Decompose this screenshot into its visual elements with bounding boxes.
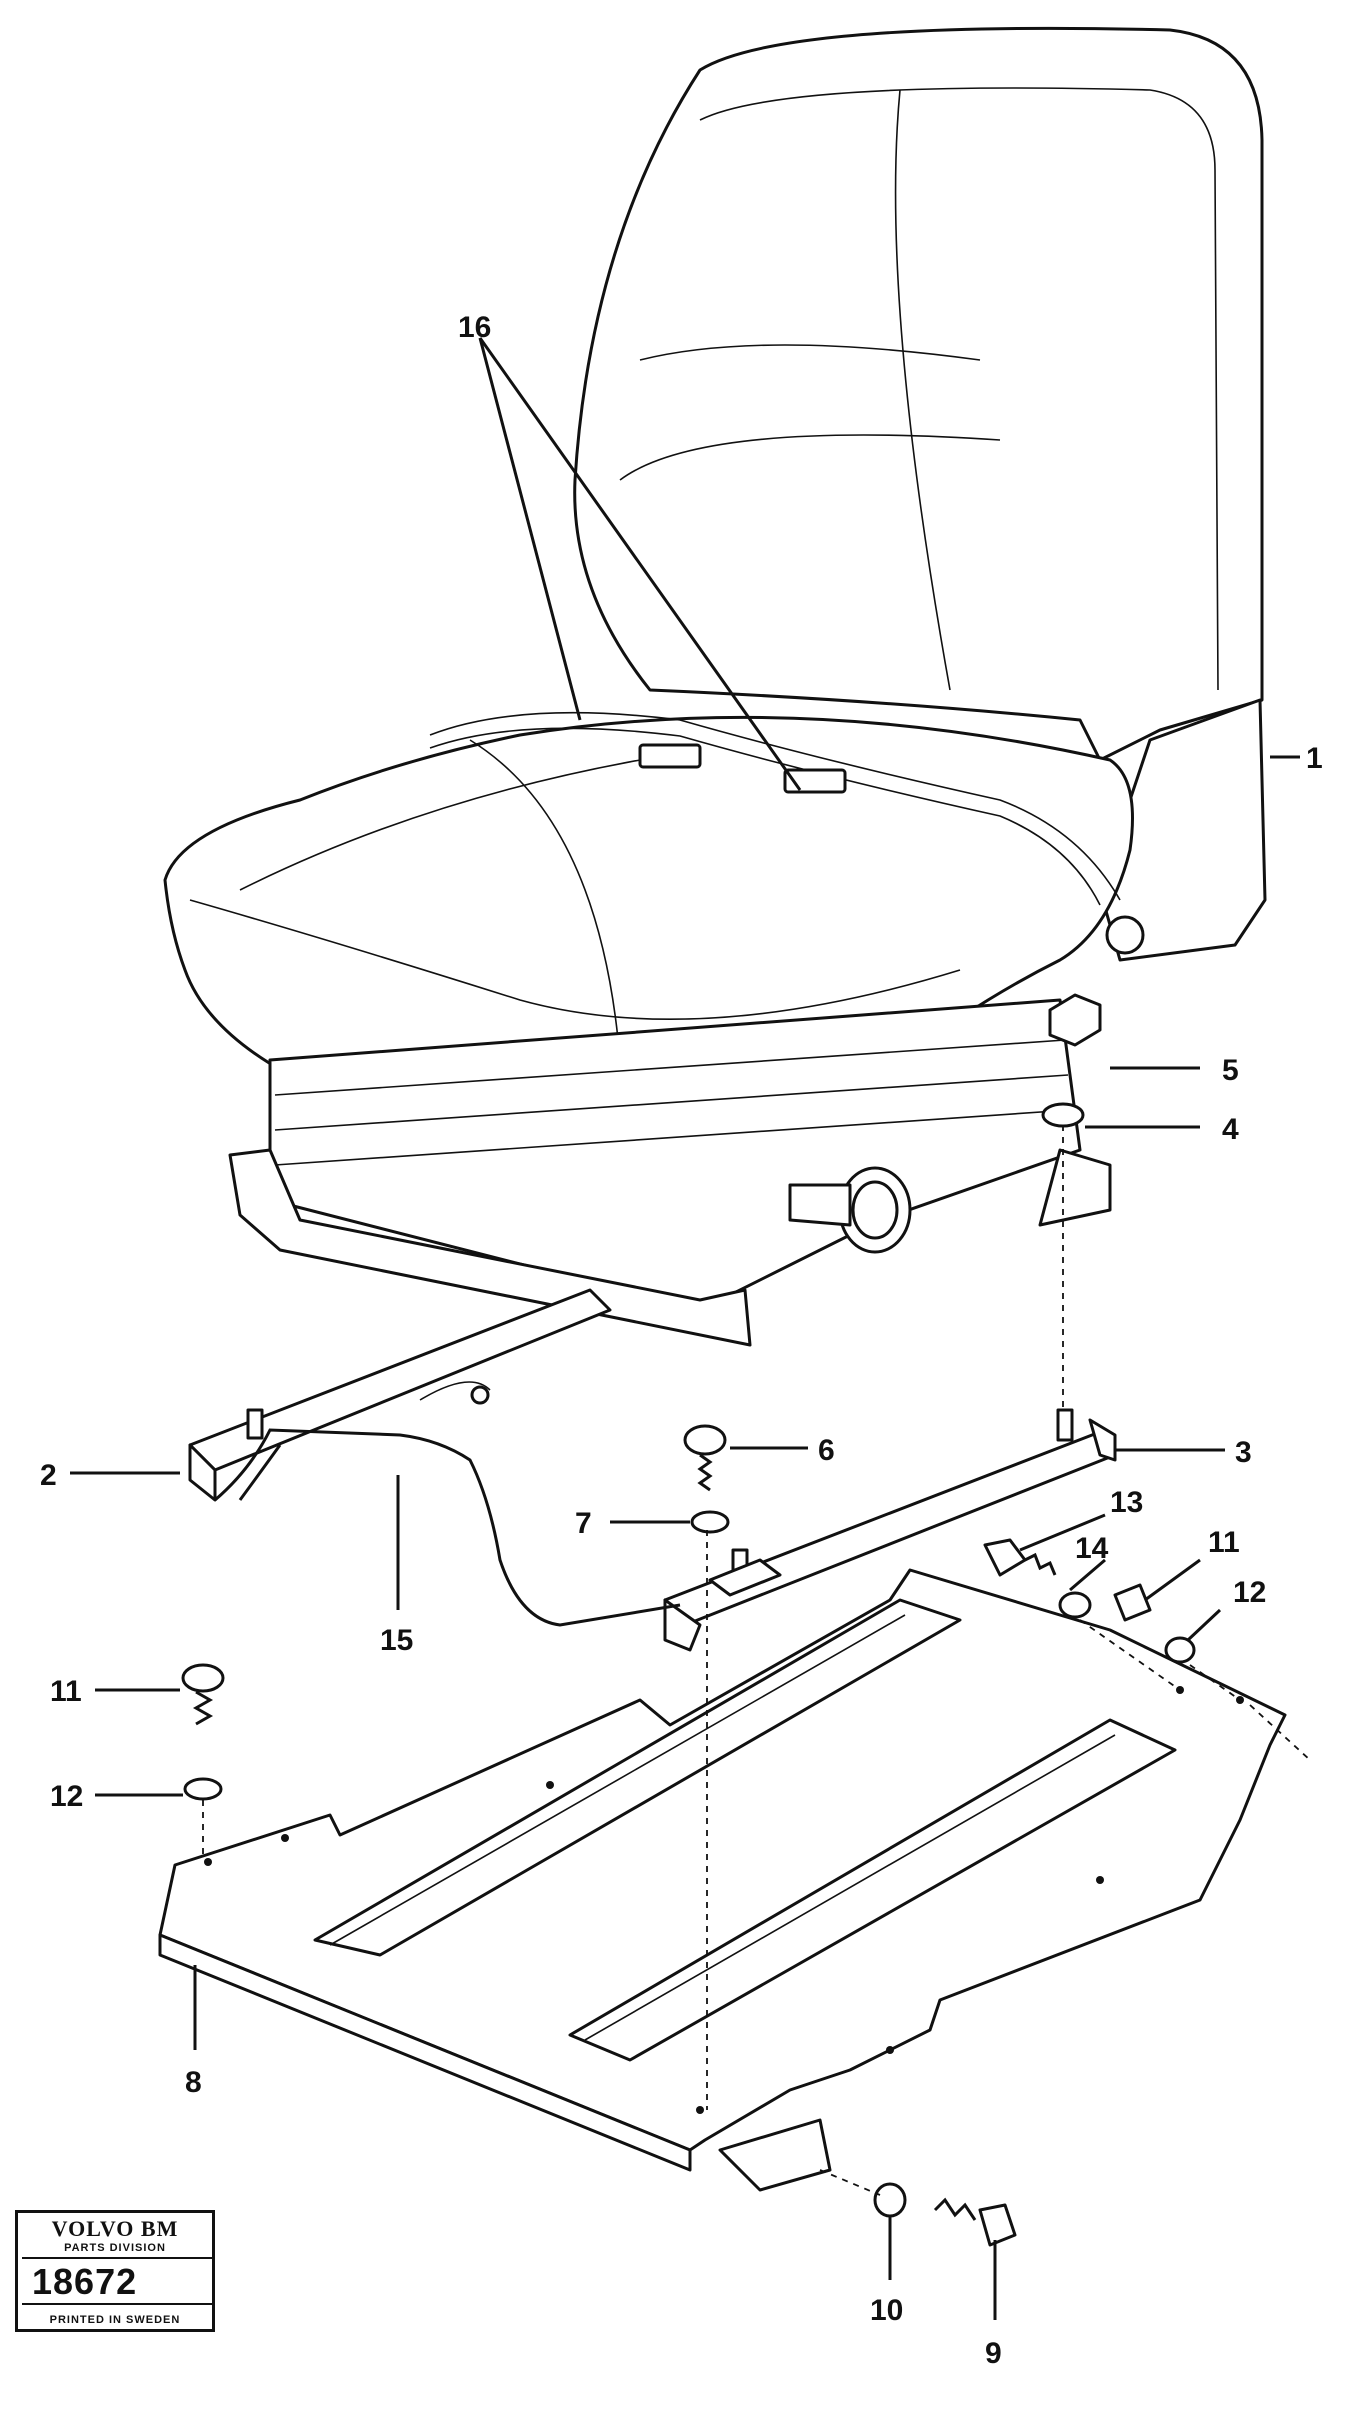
nut-5 bbox=[1048, 993, 1102, 1047]
seat-belt bbox=[429, 711, 1145, 955]
callout-4: 4 bbox=[1222, 1113, 1239, 1146]
right-slide-rail bbox=[663, 1408, 1117, 1652]
stamp-printed: PRINTED IN SWEDEN bbox=[49, 2314, 181, 2326]
assembly-lines bbox=[202, 1125, 1311, 2196]
stamp-division: PARTS DIVISION bbox=[64, 2242, 166, 2254]
callout-2: 2 bbox=[40, 1459, 57, 1492]
stamp-brand: VOLVO BM bbox=[51, 2216, 179, 2241]
screw-11-left bbox=[181, 1663, 225, 1726]
left-slide-rail bbox=[188, 1288, 612, 1502]
screw-6 bbox=[683, 1424, 727, 1492]
callout-9: 9 bbox=[985, 2337, 1002, 2370]
seat-suspension bbox=[228, 998, 1112, 1347]
washer-14 bbox=[1058, 1591, 1092, 1619]
callout-14: 14 bbox=[1075, 1532, 1109, 1565]
callout-16: 16 bbox=[458, 311, 491, 344]
adjustment-rod bbox=[214, 1428, 681, 1627]
stamp-number: 18672 bbox=[22, 2257, 214, 2305]
screw-9 bbox=[933, 2197, 1017, 2247]
volvo-bm-stamp: VOLVO BM PARTS DIVISION 18672 PRINTED IN… bbox=[15, 2210, 215, 2332]
screw-11-right bbox=[1113, 1583, 1152, 1622]
callout-3: 3 bbox=[1235, 1436, 1252, 1469]
screw-13 bbox=[983, 1538, 1057, 1577]
callout-5: 5 bbox=[1222, 1054, 1239, 1087]
callout-6: 6 bbox=[818, 1434, 835, 1467]
callout-11-right: 11 bbox=[1208, 1526, 1240, 1559]
washer-12-right bbox=[1164, 1636, 1196, 1664]
washer-4 bbox=[1041, 1102, 1085, 1128]
callout-8: 8 bbox=[185, 2066, 202, 2099]
base-plate bbox=[158, 1568, 1287, 2192]
callout-15: 15 bbox=[380, 1624, 413, 1657]
callout-12-left: 12 bbox=[50, 1780, 83, 1813]
callout-7: 7 bbox=[575, 1507, 592, 1540]
callout-11-left: 11 bbox=[50, 1675, 82, 1708]
leader-lines bbox=[70, 337, 1300, 2320]
callout-10: 10 bbox=[870, 2294, 903, 2327]
washer-10 bbox=[873, 2182, 907, 2218]
callout-1: 1 bbox=[1306, 742, 1323, 775]
washer-7 bbox=[690, 1510, 730, 1534]
callout-13: 13 bbox=[1110, 1486, 1143, 1519]
callout-labels: 16 1 5 4 2 6 3 7 13 14 11 12 15 11 12 8 … bbox=[40, 311, 1323, 2370]
seat-backrest bbox=[573, 26, 1264, 762]
washer-12-left bbox=[183, 1777, 223, 1801]
callout-12-right: 12 bbox=[1233, 1576, 1266, 1609]
